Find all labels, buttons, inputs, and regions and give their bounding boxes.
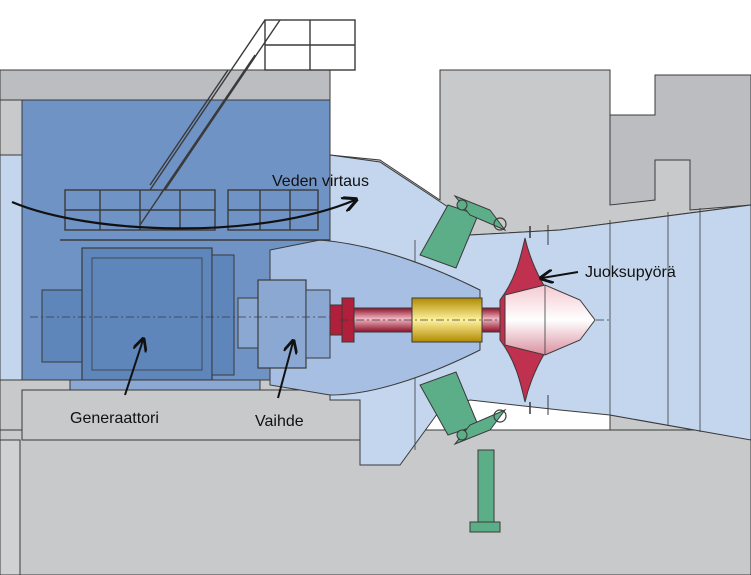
generator: [41, 247, 261, 391]
guide-vane-bottom: [419, 371, 507, 533]
generator-pointer: [124, 340, 143, 396]
runner-label: Juoksupyörä: [585, 264, 676, 281]
water-flow-label: Veden virtaus: [272, 173, 369, 190]
generator-label: Generaattori: [70, 410, 159, 427]
runner-pointer: [542, 272, 579, 278]
water-flow-arrow: [11, 200, 355, 230]
runner: [499, 225, 596, 415]
gearbox-label: Vaihde: [255, 413, 304, 430]
gearbox-pointer: [277, 342, 293, 399]
guide-vane-top: [419, 194, 507, 269]
stairs-walkway: [60, 19, 356, 241]
main-shaft: [329, 297, 610, 343]
